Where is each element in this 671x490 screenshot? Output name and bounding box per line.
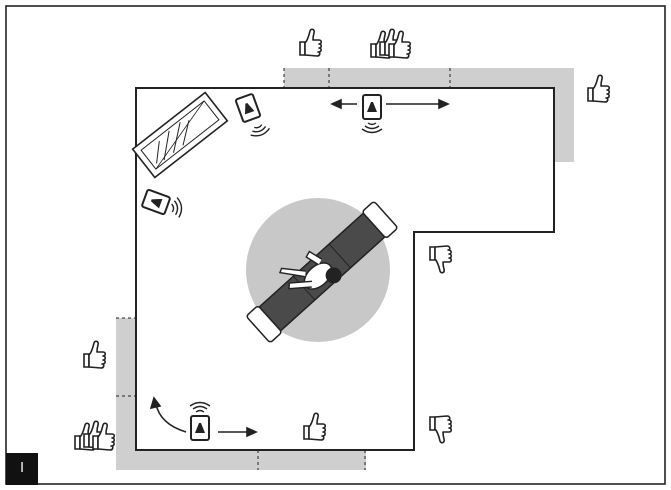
figure-label: I — [6, 453, 38, 485]
thumbs-down-icon — [429, 245, 453, 274]
tv-cabinet-icon — [131, 91, 229, 179]
thumbs-up-icon — [75, 421, 114, 450]
speaker-icon — [234, 92, 262, 124]
room-outline — [135, 87, 555, 451]
wall-zone-bottom — [116, 450, 366, 470]
thumbs-up-icon — [299, 28, 323, 57]
speaker-icon — [190, 415, 210, 441]
wall-zone-right — [554, 68, 574, 162]
sound-waves-icon — [361, 122, 383, 134]
arrow-icon — [149, 98, 450, 438]
thumbs-up-icon — [303, 412, 327, 441]
thumbs-up-icon — [371, 29, 410, 58]
speaker-icon — [362, 94, 382, 120]
thumbs-down-icon — [429, 415, 453, 444]
figure-frame — [5, 5, 666, 485]
listener-icon — [278, 250, 342, 290]
sound-waves-icon — [247, 121, 272, 140]
sound-waves-icon — [189, 401, 211, 413]
thumbs-up-icon — [587, 74, 611, 103]
sound-waves-icon — [170, 196, 184, 219]
wall-zone-top — [284, 68, 574, 88]
thumbs-up-icon — [83, 340, 107, 369]
wall-zones — [116, 68, 574, 470]
wall-zone-left — [116, 318, 136, 470]
speaker-icon — [140, 188, 172, 216]
